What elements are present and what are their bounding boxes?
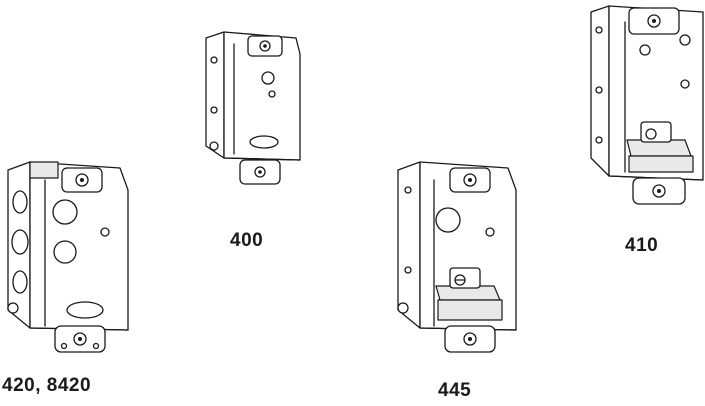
- switch-box-clamp-icon: [397, 161, 517, 353]
- switch-box-small-icon: [205, 31, 301, 185]
- product-445: 445: [390, 150, 530, 401]
- product-label-420: 420, 8420: [2, 375, 92, 396]
- product-label-400: 400: [230, 230, 264, 251]
- switch-box-large-clamp-icon: [590, 5, 704, 205]
- switch-box-octagonal-knockouts-icon: [7, 161, 129, 353]
- product-label-445: 445: [438, 380, 472, 401]
- product-400: 400: [200, 30, 310, 251]
- product-410: 410: [585, 0, 705, 260]
- product-label-410: 410: [625, 235, 659, 256]
- product-420: 420, 8420: [0, 150, 140, 396]
